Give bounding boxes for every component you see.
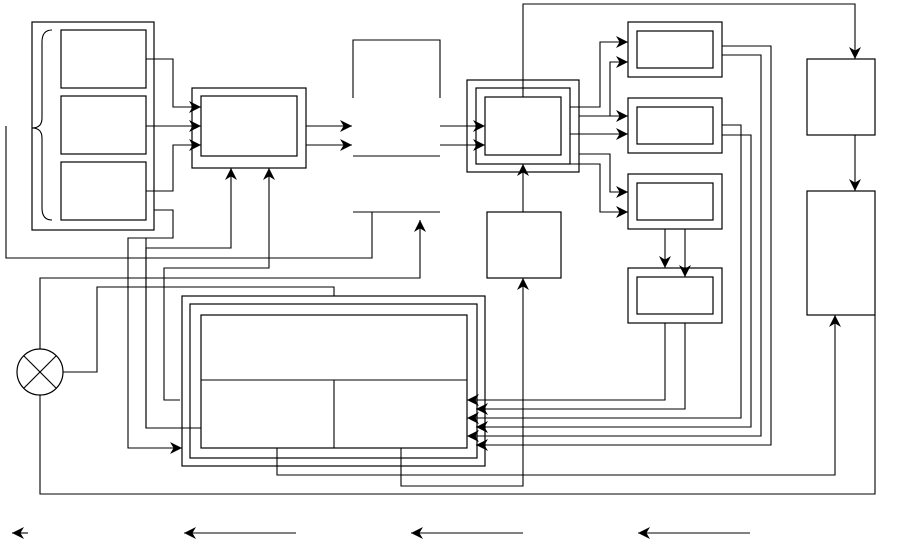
output-block-3 [627, 173, 723, 230]
output-block-2 [627, 97, 723, 154]
output-block-1 [627, 21, 723, 78]
channel-bracket [352, 39, 441, 213]
monitor-block-bottom [806, 190, 876, 316]
summing-junction-symbol [16, 348, 64, 396]
sensor-block-3 [60, 161, 147, 221]
sensor-group [31, 21, 155, 231]
connections [5, 3, 876, 495]
output-blocks [627, 21, 723, 324]
control-source-block [486, 211, 562, 279]
sensor-block-2 [60, 95, 147, 155]
brace-symbol [31, 29, 53, 221]
sensor-block-1 [60, 29, 147, 89]
monitor-block-top [806, 58, 876, 136]
combiner-block [191, 87, 307, 169]
output-block-4 [627, 267, 723, 324]
memory-block [181, 295, 486, 467]
